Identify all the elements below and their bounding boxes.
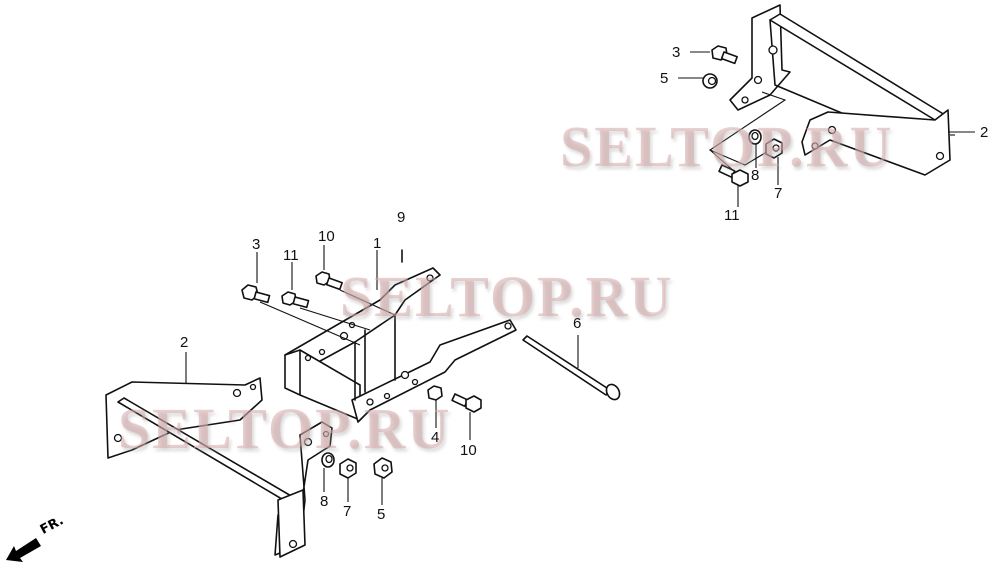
callout-5-bot: 5 [377, 506, 386, 523]
callout-11-mid: 11 [283, 247, 299, 264]
callout-6: 6 [573, 315, 582, 332]
callout-9: 9 [397, 209, 406, 226]
leaders-top-right [678, 51, 975, 207]
callout-4: 4 [431, 429, 440, 446]
leaders-lower [185, 245, 579, 505]
main-frame [284, 267, 517, 423]
callout-8-top: 8 [751, 167, 760, 184]
bracket-top-right [708, 4, 955, 176]
pivot-pin-6 [522, 335, 621, 401]
callout-5-top: 5 [660, 70, 669, 87]
callout-10-mid: 10 [318, 228, 335, 245]
callout-2-bot: 2 [180, 334, 189, 351]
fasteners-top-right [702, 45, 783, 187]
callout-7-bot: 7 [343, 503, 352, 520]
fasteners-middle [241, 271, 482, 413]
arrow-down-left-icon [6, 538, 41, 562]
callout-10-bot: 10 [460, 442, 477, 459]
callout-3-top: 3 [672, 44, 681, 61]
callout-7-top: 7 [774, 185, 783, 202]
bracket-bottom-left [105, 377, 333, 558]
callout-1: 1 [373, 235, 382, 252]
front-direction-indicator: FR. [4, 508, 84, 568]
callout-2-top: 2 [980, 124, 989, 141]
callout-3-mid: 3 [252, 236, 261, 253]
callout-8-bot: 8 [320, 493, 329, 510]
callout-11-top: 11 [724, 207, 740, 224]
fasteners-bottom [321, 452, 393, 479]
